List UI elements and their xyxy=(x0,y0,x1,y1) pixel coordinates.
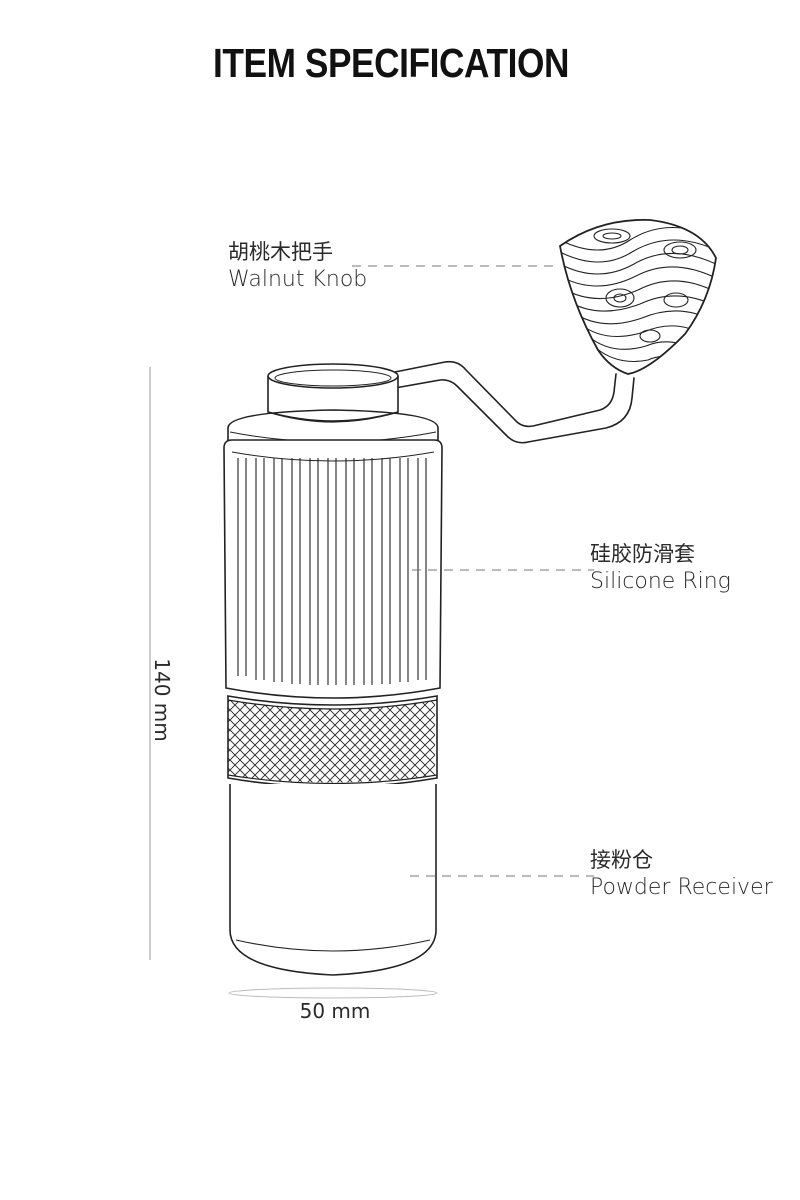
knurled-band xyxy=(227,695,438,788)
crank-arm xyxy=(394,360,635,444)
silicone-ring-label-en: Silicone Ring xyxy=(590,569,731,595)
silicone-ring-label-zh: 硅胶防滑套 xyxy=(590,542,695,566)
powder-receiver-label-zh: 接粉仓 xyxy=(590,848,653,872)
base-shadow xyxy=(228,987,438,999)
walnut-knob-label-en: Walnut Knob xyxy=(228,267,368,293)
walnut-knob-shape xyxy=(559,219,717,375)
fluted-body xyxy=(223,439,443,699)
width-dimension-label: 50 mm xyxy=(299,999,371,1023)
powder-receiver-body xyxy=(229,784,437,976)
silicone-ring-callout: 硅胶防滑套 Silicone Ring xyxy=(590,542,731,596)
walnut-knob-callout: 胡桃木把手 Walnut Knob xyxy=(228,240,367,294)
page-title: ITEM SPECIFICATION xyxy=(213,40,569,86)
powder-receiver-label-en: Powder Receiver xyxy=(590,875,773,901)
height-dimension-label: 140 mm xyxy=(150,658,174,742)
powder-receiver-callout: 接粉仓 Powder Receiver xyxy=(590,848,773,902)
walnut-knob-label-zh: 胡桃木把手 xyxy=(228,240,333,264)
